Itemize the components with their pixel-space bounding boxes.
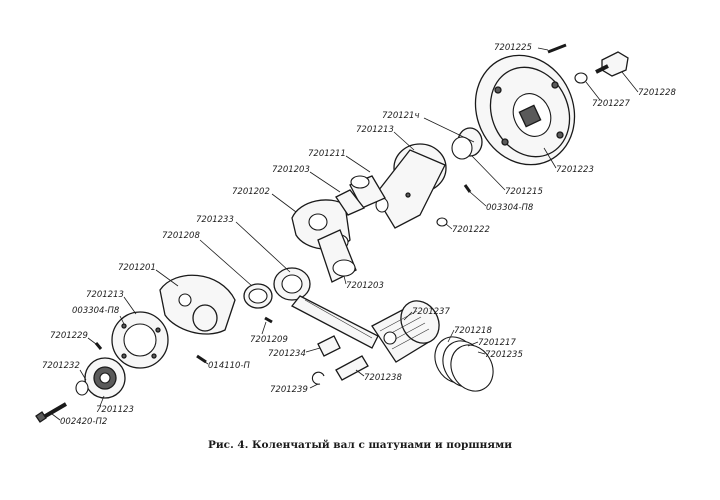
lock-washer [75,380,89,396]
piston-rings [434,336,494,392]
oil-seal-ring [451,136,473,160]
timing-gear [84,357,126,399]
bearing-shell-upper [335,189,366,216]
label-7201203-top: 7201203 [272,165,310,175]
stud-bolt [547,43,567,54]
bushing-small [317,335,341,357]
label-014110: 014110-П [208,361,251,371]
crank-pin-upper [349,175,386,209]
label-7201209: 7201209 [250,335,288,345]
small-pin-lower [94,342,207,364]
flywheel-housing [474,54,576,166]
label-7201229: 7201229 [50,331,88,341]
label-003304-bot: 003304-П8 [72,306,120,316]
crank-cheek-lower [159,274,236,335]
main-gear-plate [111,311,169,369]
label-7201223: 7201223 [556,165,594,175]
small-pin-mid [264,316,273,324]
label-7201239: 7201239 [270,385,308,395]
nut-and-bolt [574,51,629,84]
label-7201238: 7201238 [364,373,402,383]
label-7201208: 7201208 [162,231,200,241]
label-7201202: 7201202 [232,187,270,197]
label-7201217: 7201217 [478,338,516,348]
connecting-rod-upper [291,199,357,283]
label-7201232: 7201232 [42,361,80,371]
label-7201201: 7201201 [118,263,156,273]
label-7201233: 7201233 [196,215,234,225]
label-7201203-bot: 7201203 [346,281,384,291]
dowel-pin [436,217,448,227]
crank-bolt [35,402,68,423]
label-720121a: 720121ч [382,111,419,121]
label-003304-top: 003304-П8 [486,203,534,213]
snap-ring [311,371,325,385]
wrist-pin [335,355,369,381]
small-pin-upper [463,184,472,193]
label-7201211: 7201211 [308,149,346,159]
label-7201227: 7201227 [592,99,630,109]
connecting-rod-main [273,267,379,349]
bearing-ring-mid [243,283,273,309]
label-7201237: 7201237 [412,307,450,317]
label-7201234: 7201234 [268,349,306,359]
label-7201222: 7201222 [452,225,490,235]
label-7201225: 7201225 [494,43,532,53]
piston [371,300,440,363]
figure-caption: Рис. 4. Коленчатый вал с шатунами и порш… [208,439,512,451]
label-7201215: 7201215 [505,187,543,197]
label-7201213-top: 7201213 [356,125,394,135]
label-002420: 002420-П2 [60,417,107,427]
label-7201123: 7201123 [96,405,134,415]
label-7201213-bot: 7201213 [86,290,124,300]
label-7201218: 7201218 [454,326,492,336]
label-7201228: 7201228 [638,88,676,98]
label-7201235: 7201235 [485,350,523,360]
